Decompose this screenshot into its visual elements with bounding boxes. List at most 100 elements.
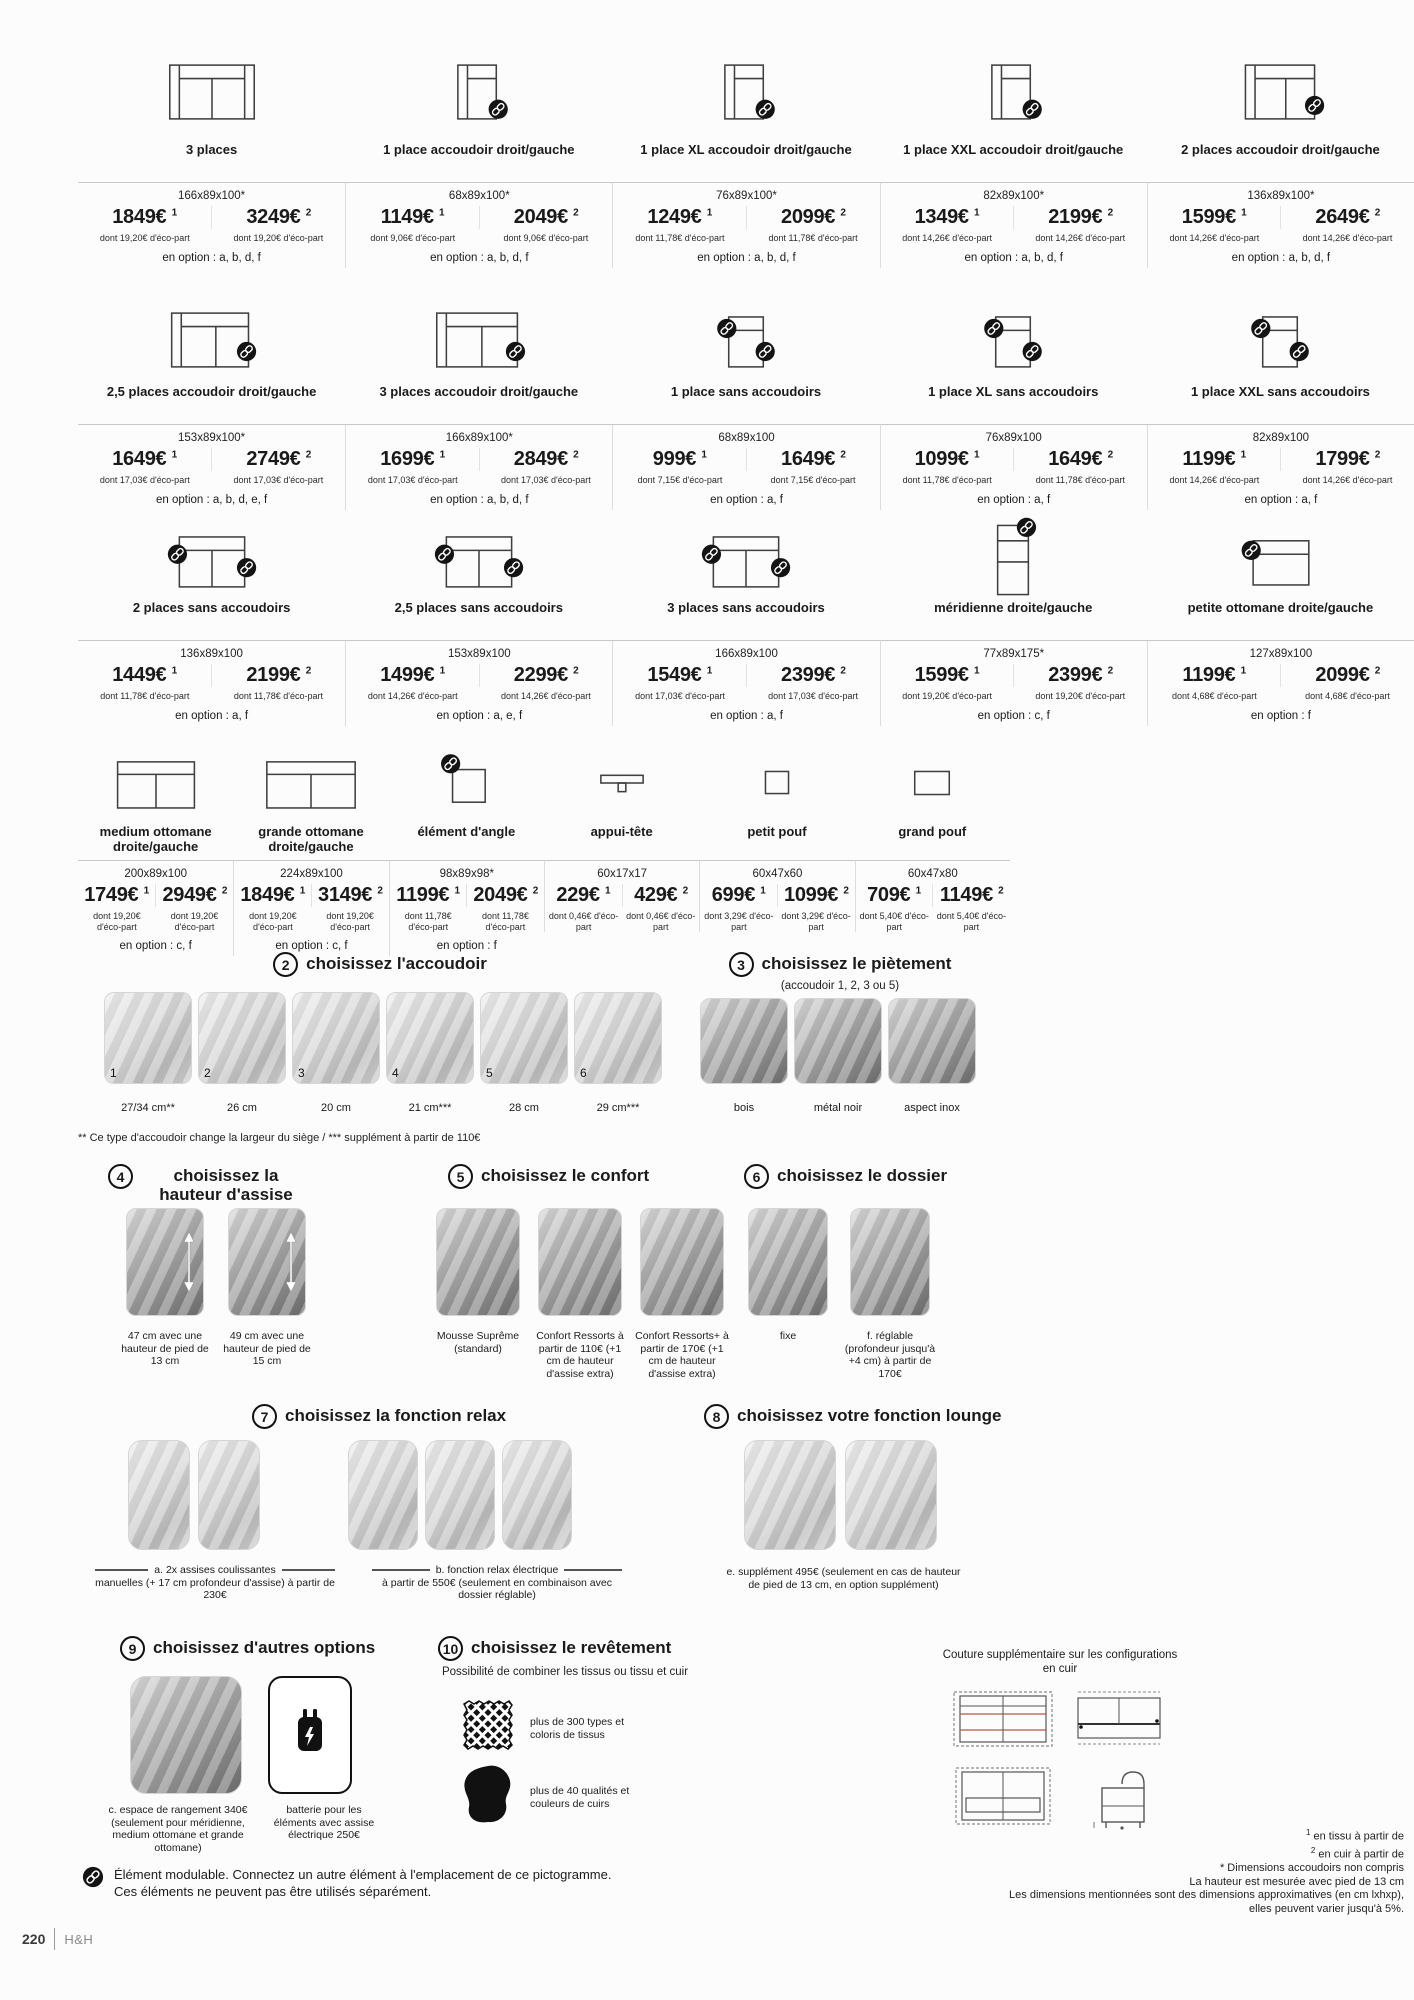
eco-part-leather: dont 9,06€ d'éco-part — [503, 233, 589, 243]
couture-diagrams — [948, 1684, 1176, 1838]
price-leather: 1099€ 2 — [776, 884, 855, 907]
price-fabric: 709€ 1 — [867, 884, 921, 906]
eco-part-fabric: dont 19,20€ d'éco-part — [902, 691, 993, 701]
link-badge-icon — [755, 99, 775, 119]
product-name: 2,5 places sans accoudoirs — [394, 600, 563, 615]
section-number-badge: 2 — [273, 952, 299, 977]
link-badge-icon — [167, 544, 187, 564]
product-name: petit pouf — [747, 824, 807, 839]
price-fabric: 999€ 1 — [652, 448, 707, 470]
option-photo — [748, 1208, 828, 1316]
relax-manual-thumbs — [128, 1440, 260, 1550]
product-dimensions: 60x47x60 — [752, 868, 803, 880]
accoudoir-photo-6: 6 — [574, 992, 662, 1084]
fabric-row: plus de 300 types et coloris de tissus — [460, 1698, 642, 1759]
eco-part-leather: dont 14,26€ d'éco-part — [1302, 475, 1393, 485]
price-leather: 2199€ 2 — [211, 664, 345, 687]
price-fabric: 1149€ 1 — [380, 206, 445, 228]
product-name: grande ottomane droite/gauche — [258, 824, 364, 854]
pietement-label: métal noir — [813, 1102, 863, 1114]
fabric-caption: plus de 300 types et coloris de tissus — [530, 1716, 624, 1741]
product-dimensions: 136x89x100 — [180, 648, 243, 660]
eco-part-fabric: dont 17,03€ d'éco-part — [367, 475, 458, 485]
link-badge-icon — [434, 544, 454, 564]
price-leather: 2949€ 2 — [155, 884, 233, 907]
product-options: en option : a, b, d, f — [697, 251, 796, 264]
section-pietement-header: 3 choisissez le piètement — [700, 952, 980, 977]
link-badge-icon — [755, 341, 775, 362]
product-options: en option : a, f — [175, 709, 249, 722]
eco-part-leather: dont 14,26€ d'éco-part — [500, 691, 591, 701]
pouf-grand-icon — [855, 742, 1010, 824]
storage-caption: c. espace de rangement 340€ (seulement p… — [108, 1804, 248, 1854]
product-dimensions: 82x89x100* — [983, 190, 1045, 202]
sofa-3-places-arm-icon — [345, 296, 612, 384]
relax-manual-photo — [198, 1440, 260, 1550]
option-column: 47 cm avec une hauteur de pied de 13 cm — [121, 1208, 209, 1368]
product-dimensions: 76x89x100 — [985, 432, 1042, 444]
accoudoir-photo-2: 2 — [198, 992, 286, 1084]
accoudoir-photo-3: 3 — [292, 992, 380, 1084]
accoudoir-number: 4 — [392, 1066, 399, 1080]
option-column: Mousse Suprême (standard) — [432, 1208, 524, 1380]
section-dossier-header: 6 choisissez le dossier — [744, 1164, 947, 1189]
option-column: f. réglable (profondeur jusqu'à +4 cm) à… — [845, 1208, 935, 1380]
price-fabric: 229€ 1 — [556, 884, 611, 906]
leather-caption: plus de 40 qualités et couleurs de cuirs — [530, 1785, 630, 1810]
fabric-swatch-icon — [460, 1698, 516, 1759]
eco-part-fabric: dont 11,78€ d'éco-part — [635, 233, 725, 243]
modular-note: Élément modulable. Connectez un autre él… — [82, 1866, 611, 1900]
product-name: grand pouf — [898, 824, 967, 839]
price-leather: 2199€ 2 — [1013, 206, 1147, 229]
product-options: en option : a, f — [710, 709, 783, 722]
eco-part-fabric: dont 4,68€ d'éco-part — [1171, 691, 1257, 701]
eco-part-fabric: dont 3,29€ d'éco-part — [704, 911, 774, 932]
price-fabric: 1499€ 1 — [380, 664, 445, 686]
price-leather: 2099€ 2 — [1280, 664, 1414, 687]
meridienne-icon — [880, 517, 1147, 600]
lounge-caption: e. supplément 495€ (seulement en cas de … — [726, 1566, 961, 1591]
option-caption: fixe — [779, 1330, 797, 1342]
accoudoir-number: 2 — [204, 1066, 211, 1080]
accoudoir-size-label: 26 cm — [227, 1102, 257, 1114]
eco-part-leather: dont 0,46€ d'éco-part — [626, 911, 696, 932]
option-photo — [538, 1208, 622, 1316]
seat-one-arm-icon — [612, 42, 879, 142]
option-photo — [228, 1208, 306, 1316]
product-dimensions: 153x89x100 — [447, 648, 511, 660]
link-badge-icon — [488, 99, 508, 119]
eco-part-leather: dont 17,03€ d'éco-part — [768, 691, 858, 701]
option-column: Confort Ressorts+ à partir de 170€ (+1 c… — [635, 1208, 729, 1380]
link-badge-icon — [1022, 341, 1043, 362]
product-name: 1 place XL sans accoudoirs — [928, 384, 1099, 399]
lounge-photo — [744, 1440, 836, 1550]
price-leather: 2649€ 2 — [1280, 206, 1414, 229]
eco-part-leather: dont 11,78€ d'éco-part — [481, 911, 529, 932]
sofa-no-arm-icon — [78, 520, 345, 600]
eco-part-leather: dont 19,20€ d'éco-part — [233, 233, 324, 243]
product-dimensions: 136x89x100* — [1247, 190, 1315, 202]
height-arrow-icon — [285, 1219, 297, 1305]
product-dimensions: 68x89x100 — [718, 432, 775, 444]
product-dimensions: 200x89x100 — [124, 868, 187, 880]
product-dimensions: 76x89x100* — [716, 190, 777, 202]
eco-part-leather: dont 5,40€ d'éco-part — [936, 911, 1007, 932]
product-options: en option : a, b, d, f — [162, 251, 261, 264]
product-dimensions: 127x89x100 — [1249, 648, 1313, 660]
accoudoir-size-label: 27/34 cm** — [121, 1102, 175, 1114]
eco-part-fabric: dont 17,03€ d'éco-part — [635, 691, 725, 701]
price-fabric: 1849€ 1 — [112, 206, 177, 228]
footnote-line: elles peuvent varier jusqu'à 5%. — [1249, 1902, 1404, 1915]
price-leather: 2399€ 2 — [1013, 664, 1147, 687]
